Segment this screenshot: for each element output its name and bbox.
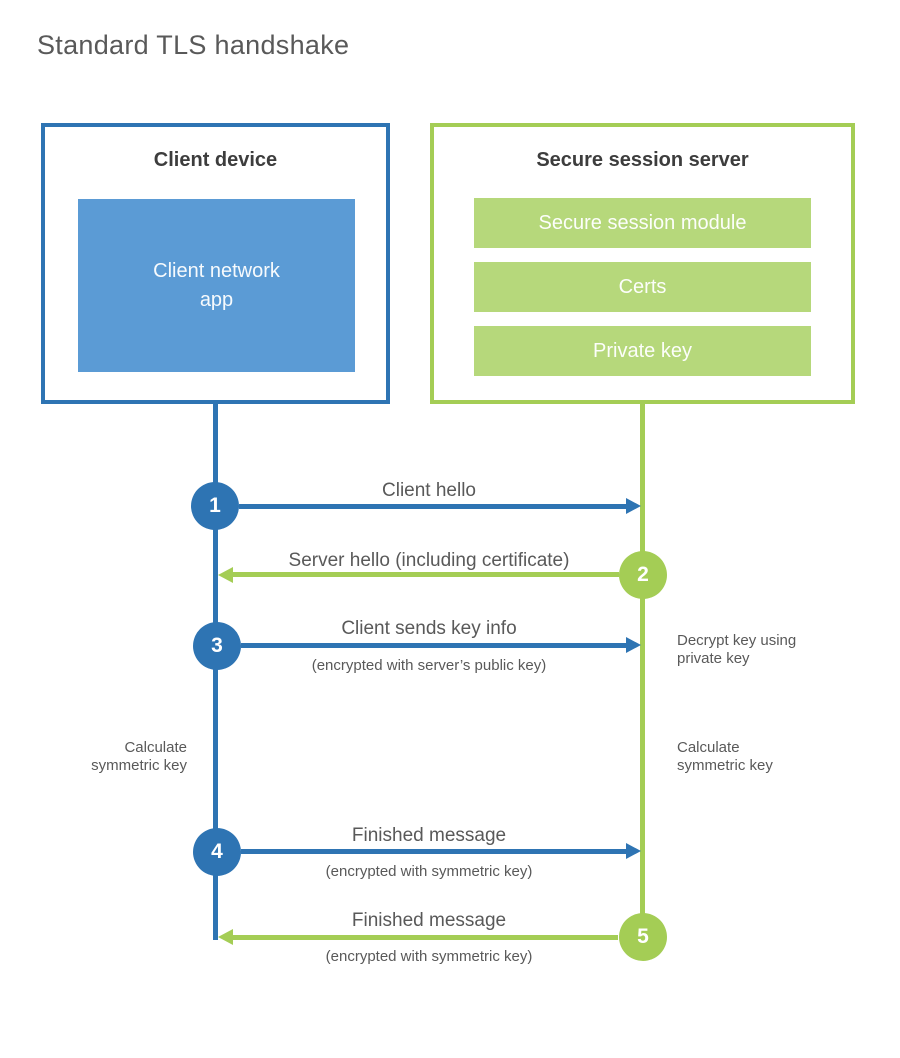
- step-5-label: Finished message: [351, 910, 507, 931]
- server-module-secure-session: Secure session module: [474, 198, 811, 248]
- step-1-circle: 1: [191, 482, 239, 530]
- step-4-arrowhead-icon: [626, 843, 641, 859]
- step-1-label: Client hello: [382, 480, 476, 501]
- step-4-label: Finished message: [351, 825, 507, 846]
- step-5-sublabel: (encrypted with symmetric key): [325, 948, 533, 965]
- step-3-arrow-line: [241, 643, 626, 648]
- client-device-box: Client device Client network app: [41, 123, 390, 404]
- step-3-sublabel: (encrypted with server’s public key): [311, 657, 547, 674]
- server-module-private-key: Private key: [474, 326, 811, 376]
- step-1-arrow-line: [239, 504, 626, 509]
- step-4-sublabel: (encrypted with symmetric key): [325, 863, 533, 880]
- step-2-label: Server hello (including certificate): [288, 550, 570, 571]
- step-3-label: Client sends key info: [341, 618, 517, 639]
- client-network-app-module: Client network app: [78, 199, 355, 372]
- step-1-arrowhead-icon: [626, 498, 641, 514]
- step-4-arrow-line: [241, 849, 626, 854]
- server-lifeline: [640, 402, 645, 938]
- step-5-arrow-line: [233, 935, 618, 940]
- step-3-arrowhead-icon: [626, 637, 641, 653]
- note-calculate-symmetric-key-server: Calculate symmetric key: [677, 739, 773, 774]
- note-calculate-symmetric-key-client: Calculate symmetric key: [91, 739, 187, 774]
- page-title: Standard TLS handshake: [37, 30, 350, 60]
- client-lifeline: [213, 402, 218, 940]
- client-device-title: Client device: [153, 149, 278, 171]
- step-2-circle: 2: [619, 551, 667, 599]
- note-decrypt-key: Decrypt key using private key: [677, 632, 797, 667]
- step-4-circle: 4: [193, 828, 241, 876]
- server-module-certs: Certs: [474, 262, 811, 312]
- step-2-arrowhead-icon: [218, 567, 233, 583]
- step-5-arrowhead-icon: [218, 929, 233, 945]
- secure-session-server-title: Secure session server: [536, 149, 749, 171]
- step-3-circle: 3: [193, 622, 241, 670]
- step-2-arrow-line: [233, 572, 619, 577]
- secure-session-server-box: Secure session server Secure session mod…: [430, 123, 855, 404]
- step-5-circle: 5: [619, 913, 667, 961]
